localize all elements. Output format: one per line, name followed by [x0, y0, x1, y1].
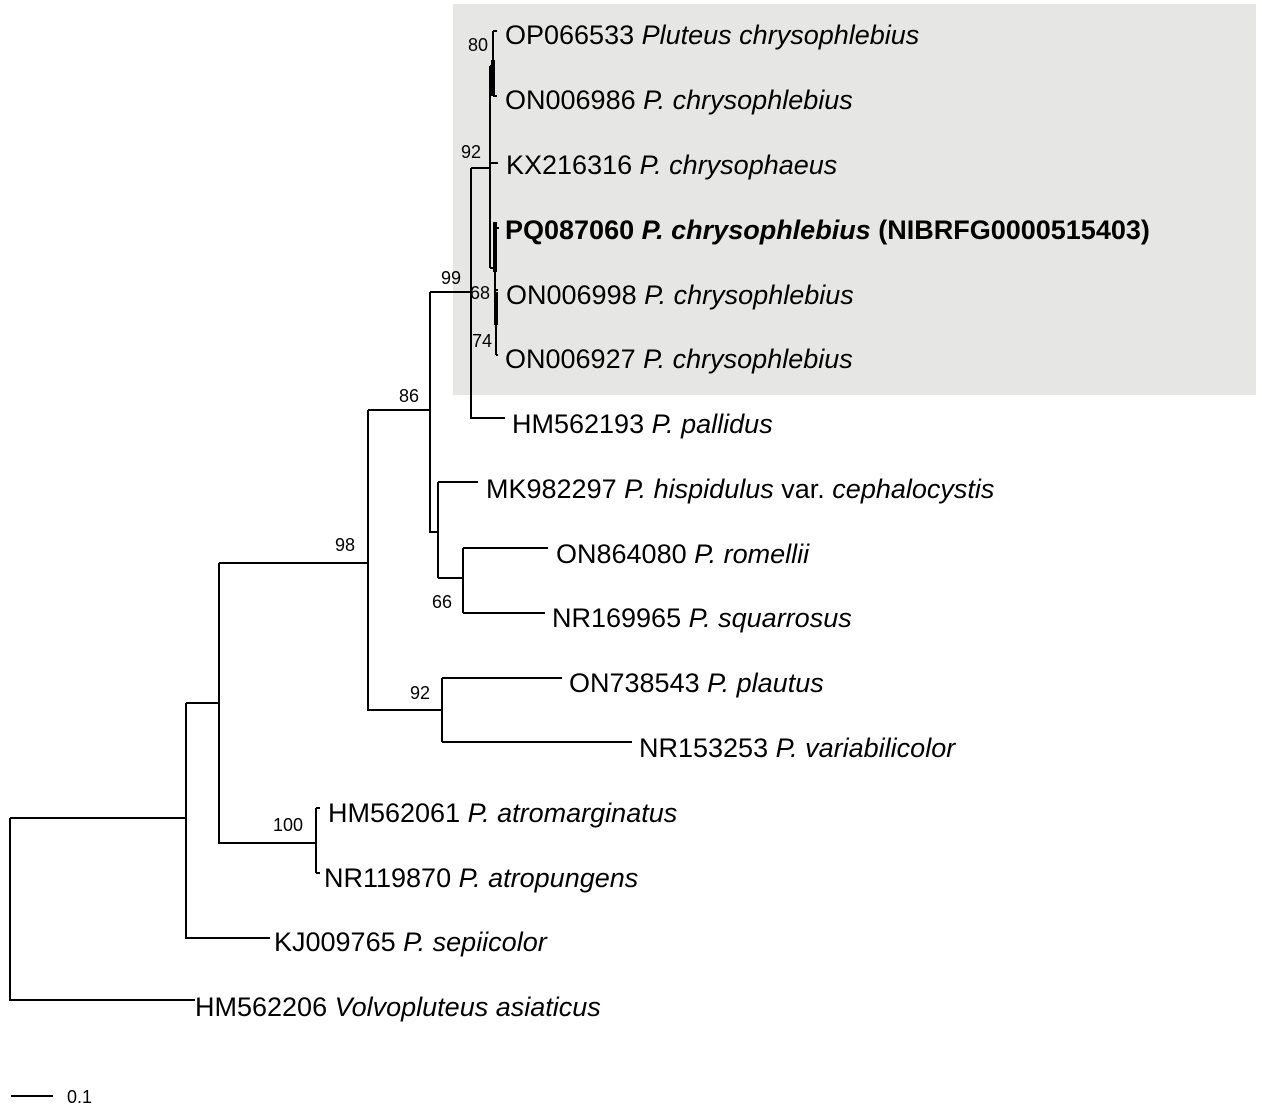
tree-branches: [9, 30, 632, 1001]
taxon-label: ON006986 P. chrysophlebius: [505, 85, 853, 115]
bootstrap-value: 92: [410, 683, 430, 703]
bootstrap-value: 100: [273, 815, 303, 835]
taxon-label: HM562193 P. pallidus: [512, 409, 773, 439]
branch-node-92-lower: [441, 677, 632, 743]
taxon-label: NR169965 P. squarrosus: [552, 603, 852, 633]
bootstrap-value: 66: [432, 592, 452, 612]
scale-bar: 0.1: [11, 1087, 92, 1107]
bootstrap-value: 98: [335, 535, 355, 555]
branch-node-c: [367, 409, 442, 711]
taxon-label: HM562206 Volvopluteus asiaticus: [195, 992, 601, 1022]
scale-bar-label: 0.1: [67, 1087, 92, 1107]
branch-node-d: [437, 481, 478, 579]
branch-node-98: [218, 562, 368, 844]
taxon-label: NR153253 P. variabilicolor: [639, 733, 956, 763]
highlighted-clade-box: [453, 4, 1256, 395]
taxon-label: MK982297 P. hispidulus var. cephalocysti…: [486, 474, 994, 504]
bootstrap-value: 68: [470, 283, 490, 303]
taxon-label: ON006998 P. chrysophlebius: [506, 280, 854, 310]
bootstrap-value: 74: [472, 331, 492, 351]
taxon-label: KX216316 P. chrysophaeus: [506, 150, 837, 180]
taxon-label: NR119870 P. atropungens: [324, 863, 638, 893]
taxon-label: ON006927 P. chrysophlebius: [505, 344, 853, 374]
branch-root: [9, 817, 195, 1001]
taxon-label: HM562061 P. atromarginatus: [328, 798, 677, 828]
branch-node-100: [315, 807, 320, 874]
branch-node-99: [470, 167, 505, 419]
branch-node-86: [429, 291, 471, 533]
bootstrap-values: 80 92 99 68 74 86 98 66 92 100: [273, 35, 492, 835]
branch-node-66: [462, 547, 548, 614]
taxon-label-highlighted: PQ087060 P. chrysophlebius (NIBRFG000051…: [505, 215, 1150, 245]
bootstrap-value: 80: [468, 35, 488, 55]
taxon-labels: OP066533 Pluteus chrysophlebius ON006986…: [195, 20, 1150, 1022]
branch-node-a: [185, 702, 270, 939]
bootstrap-value: 92: [461, 142, 481, 162]
taxon-label: ON738543 P. plautus: [569, 668, 824, 698]
taxon-label: KJ009765 P. sepiicolor: [274, 927, 548, 957]
taxon-label: ON864080 P. romellii: [556, 539, 810, 569]
bootstrap-value: 86: [399, 386, 419, 406]
taxon-label: OP066533 Pluteus chrysophlebius: [505, 20, 919, 50]
bootstrap-value: 99: [441, 268, 461, 288]
